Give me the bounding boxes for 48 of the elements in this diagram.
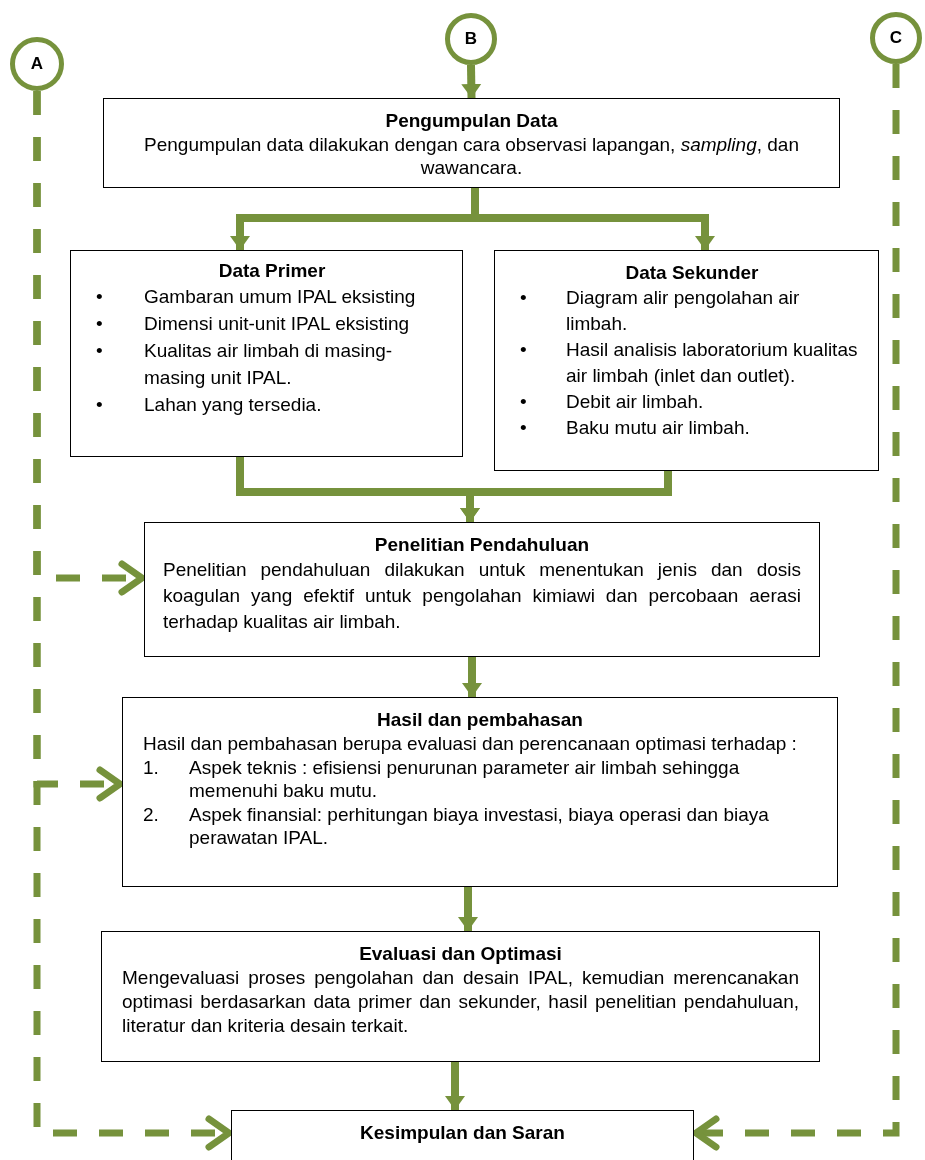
connector-circle: B	[445, 13, 497, 65]
bullet-icon: •	[96, 310, 144, 337]
list-item-text: Diagram alir pengolahan air limbah.	[566, 286, 801, 336]
arrow	[461, 64, 482, 99]
arrow	[462, 657, 482, 697]
connector-circle: A	[10, 37, 64, 91]
bullet-icon: •	[96, 337, 144, 391]
bullet-icon: •	[520, 415, 566, 441]
dashed-arrow	[692, 64, 900, 1151]
process-box	[231, 1110, 694, 1160]
box-text: Hasil dan pembahasan berupa evaluasi dan perencanaan optimasi terhadap :	[142, 732, 798, 756]
bullet-icon: •	[520, 389, 566, 415]
list-item-text: Baku mutu air limbah.	[566, 416, 750, 440]
process-box	[101, 931, 820, 1062]
box-text: Mengevaluasi proses pengolahan dan desain IPAL, kemudian merencanakan optimasi berdasarkan data primer dan sekunder, hasil penelitian pendahuluan, literatur dan kriteria desain terkait.	[122, 966, 799, 1038]
arrow	[458, 887, 478, 931]
dashed-arrow	[33, 91, 233, 1151]
list-item-text: Aspek teknis : efisiensi penurunan parameter air limbah sehingga memenuhi baku mutu.	[189, 755, 741, 803]
list-item-text: Kualitas air limbah di masing-masing unit IPAL.	[144, 339, 394, 390]
box-heading: Evaluasi dan Optimasi	[358, 942, 563, 966]
box-heading: Pengumpulan Data	[384, 109, 559, 133]
process-box	[494, 250, 879, 471]
list-item-text: Hasil analisis laboratorium kualitas air limbah (inlet dan outlet).	[566, 338, 859, 388]
list-item-text: Lahan yang tersedia.	[144, 393, 322, 417]
bullet-icon: •	[96, 283, 144, 310]
process-box	[103, 98, 840, 188]
connector-circle: C	[870, 12, 922, 64]
process-box	[70, 250, 463, 457]
list-item-text: Dimensi unit-unit IPAL eksisting	[144, 312, 410, 336]
box-text: Penelitian pendahuluan dilakukan untuk menentukan jenis dan dosis koagulan yang efektif untuk pengolahan kimiawi dan percobaan aerasi terhadap kualitas air limbah.	[163, 558, 801, 634]
box-heading: Penelitian Pendahuluan	[373, 533, 591, 557]
box-heading: Data Primer	[217, 259, 327, 283]
process-box	[144, 522, 820, 657]
arrow	[460, 471, 672, 522]
process-box	[122, 697, 838, 887]
box-text: Pengumpulan data dilakukan dengan cara observasi lapangan, sampling, dan wawancara.	[143, 133, 800, 179]
bullet-icon: •	[96, 391, 144, 418]
box-heading: Data Sekunder	[624, 261, 760, 285]
bullet-icon: •	[520, 337, 566, 389]
list-number: 1.	[143, 755, 160, 780]
list-number: 2.	[143, 802, 160, 827]
list-item-text: Aspek finansial: perhitungan biaya investasi, biaya operasi dan biaya perawatan IPAL.	[189, 802, 770, 850]
arrow	[445, 1062, 465, 1110]
box-heading: Kesimpulan dan Saran	[359, 1121, 566, 1145]
box-heading: Hasil dan pembahasan	[376, 708, 584, 732]
list-item-text: Gambaran umum IPAL eksisting	[144, 285, 416, 309]
list-item-text: Debit air limbah.	[566, 390, 704, 414]
bullet-icon: •	[520, 285, 566, 337]
